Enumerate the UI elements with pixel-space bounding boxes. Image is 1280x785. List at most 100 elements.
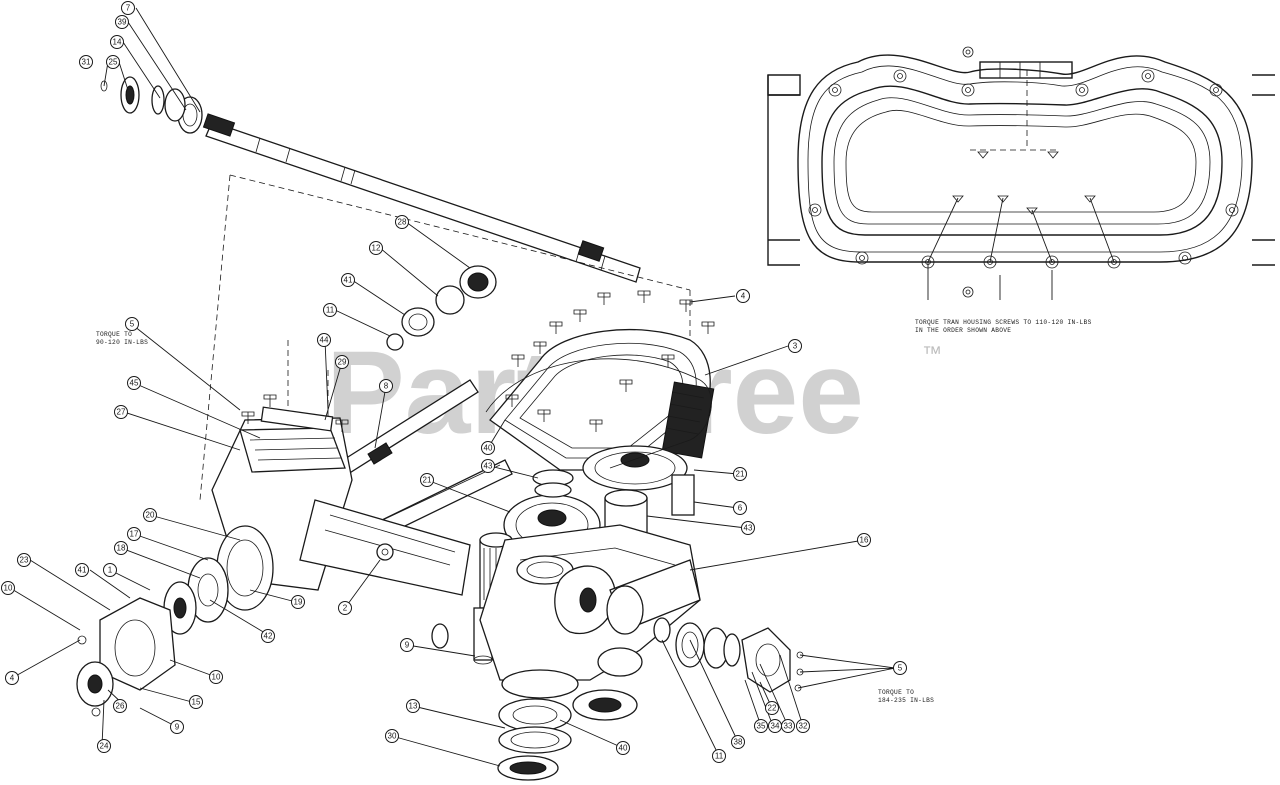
callout-circle: [369, 241, 383, 255]
callout-label: 41: [78, 566, 87, 575]
torque-note-left-line2: 90-120 IN-LBS: [96, 339, 148, 346]
callout-label: 5: [898, 664, 903, 673]
callout-10[interactable]: 10: [1, 581, 15, 595]
callout-11[interactable]: 11: [323, 303, 337, 317]
callout-40[interactable]: 40: [481, 441, 495, 455]
axle-shaft: [100, 76, 641, 283]
callout-10[interactable]: 10: [209, 670, 223, 684]
callout-circle: [731, 735, 745, 749]
callout-16[interactable]: 16: [857, 533, 871, 547]
callout-circle: [209, 670, 223, 684]
callout-25[interactable]: 25: [106, 55, 120, 69]
callout-9[interactable]: 9: [400, 638, 414, 652]
callout-40[interactable]: 40: [616, 741, 630, 755]
callout-19[interactable]: 19: [291, 595, 305, 609]
callout-circle: [114, 405, 128, 419]
callout-circle: [103, 563, 117, 577]
callout-2[interactable]: 2: [338, 601, 352, 615]
callout-35[interactable]: 35: [754, 719, 768, 733]
callout-4[interactable]: 4: [5, 671, 19, 685]
callout-32[interactable]: 32: [796, 719, 810, 733]
top-cover-housing: [489, 328, 715, 471]
callout-18[interactable]: 18: [114, 541, 128, 555]
callout-26[interactable]: 26: [113, 699, 127, 713]
callout-label: 13: [409, 702, 418, 711]
callout-label: 10: [212, 673, 221, 682]
callout-label: 25: [109, 58, 118, 67]
callout-42[interactable]: 42: [261, 629, 275, 643]
callout-31[interactable]: 31: [79, 55, 93, 69]
callout-22[interactable]: 22: [765, 701, 779, 715]
callout-24[interactable]: 24: [97, 739, 111, 753]
callout-circle: [481, 459, 495, 473]
callout-label: 29: [338, 358, 347, 367]
callout-circle: [857, 533, 871, 547]
right-seal-stack: [653, 617, 804, 693]
callout-label: 18: [117, 544, 126, 553]
callout-34[interactable]: 34: [768, 719, 782, 733]
callout-17[interactable]: 17: [127, 527, 141, 541]
callout-6[interactable]: 6: [733, 501, 747, 515]
callout-circle: [741, 521, 755, 535]
callout-38[interactable]: 38: [731, 735, 745, 749]
callout-circle: [788, 339, 802, 353]
callout-29[interactable]: 29: [335, 355, 349, 369]
callout-11[interactable]: 11: [712, 749, 726, 763]
left-hub-stack: [76, 525, 274, 717]
callout-circle: [1, 581, 15, 595]
callout-7[interactable]: 7: [121, 1, 135, 15]
callout-30[interactable]: 30: [385, 729, 399, 743]
callout-1[interactable]: 1: [103, 563, 117, 577]
callout-13[interactable]: 13: [406, 699, 420, 713]
callout-circle: [616, 741, 630, 755]
callout-label: 43: [744, 524, 753, 533]
callout-label: 39: [118, 18, 127, 27]
callout-circle: [79, 55, 93, 69]
callout-circle: [121, 1, 135, 15]
callout-label: 17: [130, 530, 139, 539]
callout-circle: [420, 473, 434, 487]
callout-label: 11: [715, 752, 724, 761]
callout-43[interactable]: 43: [741, 521, 755, 535]
cover-bolts: [241, 290, 715, 432]
callout-33[interactable]: 33: [781, 719, 795, 733]
callout-45[interactable]: 45: [127, 376, 141, 390]
callout-label: 22: [768, 704, 777, 713]
callout-label: 2: [343, 604, 348, 613]
callout-label: 30: [388, 732, 397, 741]
callout-41[interactable]: 41: [341, 273, 355, 287]
callout-circle: [733, 501, 747, 515]
callout-label: 19: [294, 598, 303, 607]
callout-circle: [323, 303, 337, 317]
callout-20[interactable]: 20: [143, 508, 157, 522]
callout-23[interactable]: 23: [17, 553, 31, 567]
callout-43[interactable]: 43: [481, 459, 495, 473]
callout-label: 34: [771, 722, 780, 731]
lower-seal-stack: [497, 689, 638, 781]
callout-44[interactable]: 44: [317, 333, 331, 347]
callout-label: 24: [100, 742, 109, 751]
callout-28[interactable]: 28: [395, 215, 409, 229]
callout-circle: [291, 595, 305, 609]
callout-14[interactable]: 14: [110, 35, 124, 49]
callout-label: 16: [860, 536, 869, 545]
callout-3[interactable]: 3: [788, 339, 802, 353]
callout-5[interactable]: 5: [125, 317, 139, 331]
callout-12[interactable]: 12: [369, 241, 383, 255]
torque-note-right-line2: 184-235 IN-LBS: [878, 697, 934, 704]
callout-label: 4: [10, 674, 15, 683]
callout-27[interactable]: 27: [114, 405, 128, 419]
callout-15[interactable]: 15: [189, 695, 203, 709]
callout-circle: [406, 699, 420, 713]
callout-8[interactable]: 8: [379, 379, 393, 393]
callout-39[interactable]: 39: [115, 15, 129, 29]
callout-5[interactable]: 5: [893, 661, 907, 675]
callout-4[interactable]: 4: [736, 289, 750, 303]
torque-note-left-line1: TORQUE TO: [96, 331, 132, 338]
callout-21[interactable]: 21: [420, 473, 434, 487]
callout-9[interactable]: 9: [170, 720, 184, 734]
callout-21[interactable]: 21: [733, 467, 747, 481]
callout-41[interactable]: 41: [75, 563, 89, 577]
